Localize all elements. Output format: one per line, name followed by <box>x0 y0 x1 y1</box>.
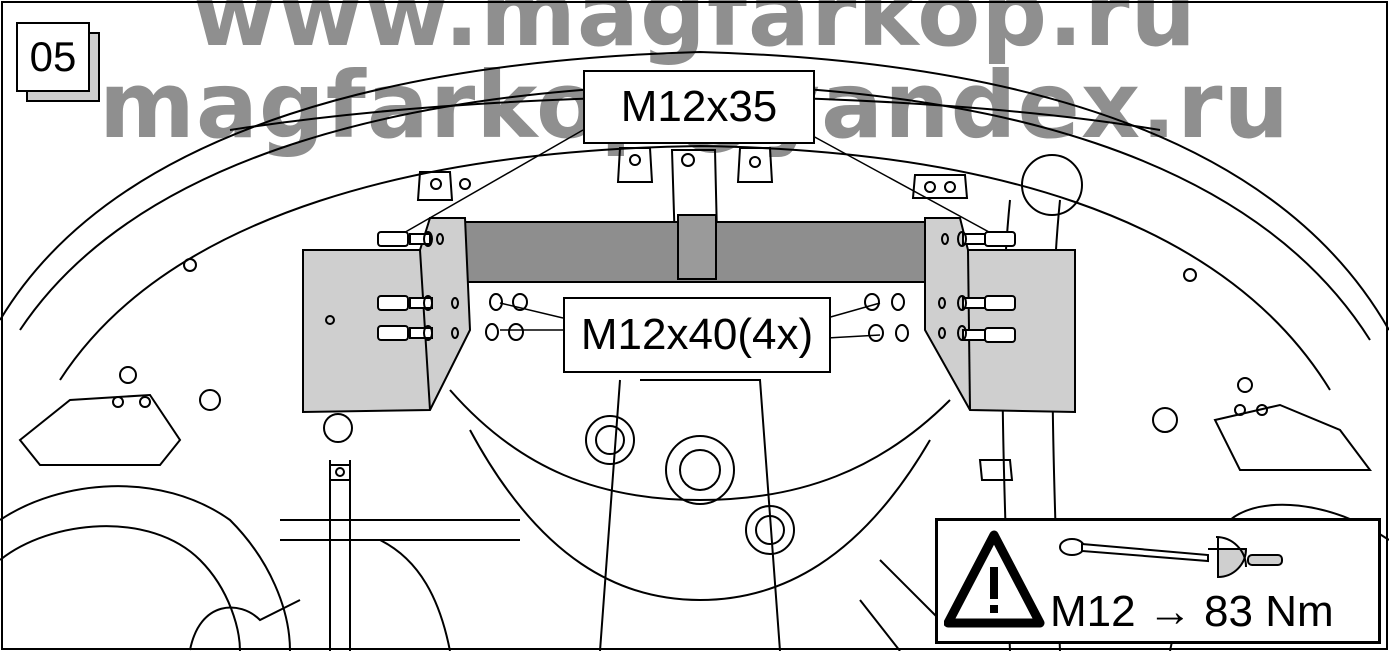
bolt-label-m12x40: M12x40(4x) <box>563 297 831 373</box>
watermark-url: www.magfarkop.ru <box>192 0 1197 67</box>
torque-wrench-icon <box>1059 536 1283 579</box>
right-mounting-bracket <box>924 217 1076 414</box>
leader-line-top-left <box>394 129 584 239</box>
left-mounting-bracket <box>302 217 472 414</box>
right-fog-lamp <box>1213 403 1372 471</box>
left-fog-lamp <box>18 393 182 466</box>
warning-triangle-icon <box>944 530 1045 628</box>
bolts-group <box>377 231 1016 343</box>
torque-spec-box: M12 → 83 Nm <box>935 518 1381 644</box>
bumper-outer-line <box>0 50 1389 331</box>
nuts-washers-group <box>423 231 967 342</box>
step-number: 05 <box>16 22 90 92</box>
left-pipe <box>329 460 351 651</box>
leader-line-top-right <box>810 134 1001 239</box>
bumper-lower-line <box>59 144 1331 391</box>
bolt-label-m12x35: M12x35 <box>583 70 815 144</box>
torque-spec-text: M12 → 83 Nm <box>1050 587 1334 636</box>
step-number-badge: 05 <box>16 22 100 102</box>
left-wheel-arch <box>0 485 291 651</box>
